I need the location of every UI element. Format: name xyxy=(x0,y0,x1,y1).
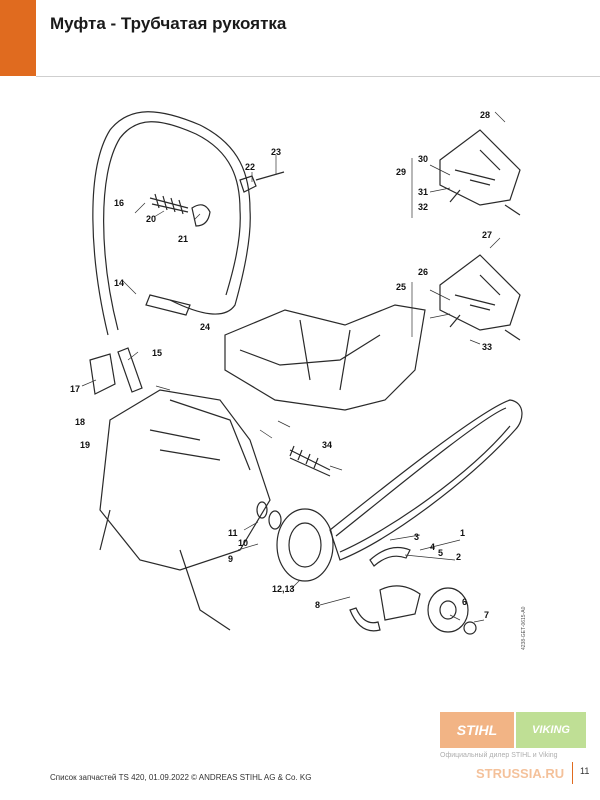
callout-3: 3 xyxy=(414,532,419,542)
page-number-divider xyxy=(572,762,573,784)
engine-block xyxy=(99,389,271,571)
callout-11: 11 xyxy=(228,528,238,538)
callout-2: 2 xyxy=(456,552,461,562)
clutch-shoe-lower xyxy=(349,607,381,632)
viking-logo: VIKING xyxy=(516,712,586,748)
footer-copyright: Список запчастей TS 420, 01.09.2022 © AN… xyxy=(50,773,312,782)
clutch-drum xyxy=(276,508,334,582)
nut-7 xyxy=(463,621,477,635)
callout-23: 23 xyxy=(271,147,281,157)
parts-diagram: 1 2 3 4 5 6 7 8 9 10 11 12,13 14 15 16 1… xyxy=(0,90,600,700)
callout-18: 18 xyxy=(75,417,85,427)
callout-1: 1 xyxy=(460,528,465,538)
stihl-logo: STIHL xyxy=(440,712,514,748)
grip-bracket xyxy=(89,353,116,395)
v-belt xyxy=(329,399,523,561)
clutch-carrier xyxy=(379,585,421,621)
callout-24: 24 xyxy=(200,322,210,332)
handle-clamp xyxy=(145,294,191,316)
callout-21: 21 xyxy=(178,234,188,244)
callout-25: 25 xyxy=(396,282,406,292)
page-title: Муфта - Трубчатая рукоятка xyxy=(50,14,287,33)
callout-19: 19 xyxy=(80,440,90,450)
callout-labels: 1 2 3 4 5 6 7 8 9 10 11 12,13 14 15 16 1… xyxy=(70,110,492,620)
callout-12-13: 12,13 xyxy=(272,584,295,594)
flywheel-side xyxy=(99,509,231,631)
callout-29: 29 xyxy=(396,167,406,177)
callout-4: 4 xyxy=(430,542,435,552)
callout-15: 15 xyxy=(152,348,162,358)
callout-10: 10 xyxy=(238,538,248,548)
spring-element xyxy=(149,193,189,215)
callout-22: 22 xyxy=(245,162,255,172)
clutch-hub xyxy=(427,587,469,633)
housing xyxy=(224,304,426,411)
dealer-watermark: Официальный дилер STIHL и Viking xyxy=(440,752,558,759)
callout-27: 27 xyxy=(482,230,492,240)
callout-28: 28 xyxy=(480,110,490,120)
callout-16: 16 xyxy=(114,198,124,208)
header-divider xyxy=(36,76,600,77)
callout-31: 31 xyxy=(418,187,428,197)
callout-8: 8 xyxy=(315,600,320,610)
av-mount-upper xyxy=(439,129,521,206)
callout-33: 33 xyxy=(482,342,492,352)
drawing-code: 4238-GET-0615-A0 xyxy=(521,606,527,650)
rear-grip xyxy=(117,347,143,393)
site-watermark: STRUSSIA.RU xyxy=(476,766,565,781)
clutch-shoe xyxy=(369,547,411,567)
callout-34: 34 xyxy=(322,440,332,450)
callout-5: 5 xyxy=(438,548,443,558)
callout-17: 17 xyxy=(70,384,80,394)
header-accent-bar xyxy=(0,0,36,76)
callout-14: 14 xyxy=(114,278,124,288)
callout-6: 6 xyxy=(462,597,467,607)
callout-20: 20 xyxy=(146,214,156,224)
exploded-view-drawing: 1 2 3 4 5 6 7 8 9 10 11 12,13 14 15 16 1… xyxy=(70,110,523,635)
page-number: 11 xyxy=(580,766,590,776)
clamp-part-21 xyxy=(191,204,211,227)
callout-32: 32 xyxy=(418,202,428,212)
av-spring-34 xyxy=(289,445,331,477)
callout-30: 30 xyxy=(418,154,428,164)
callout-9: 9 xyxy=(228,554,233,564)
callout-26: 26 xyxy=(418,267,428,277)
callout-7: 7 xyxy=(484,610,489,620)
av-mount-lower xyxy=(439,254,521,331)
watermark-logos: STIHL VIKING xyxy=(440,712,586,748)
tubular-handle xyxy=(92,111,251,336)
bracket-22 xyxy=(239,175,257,193)
